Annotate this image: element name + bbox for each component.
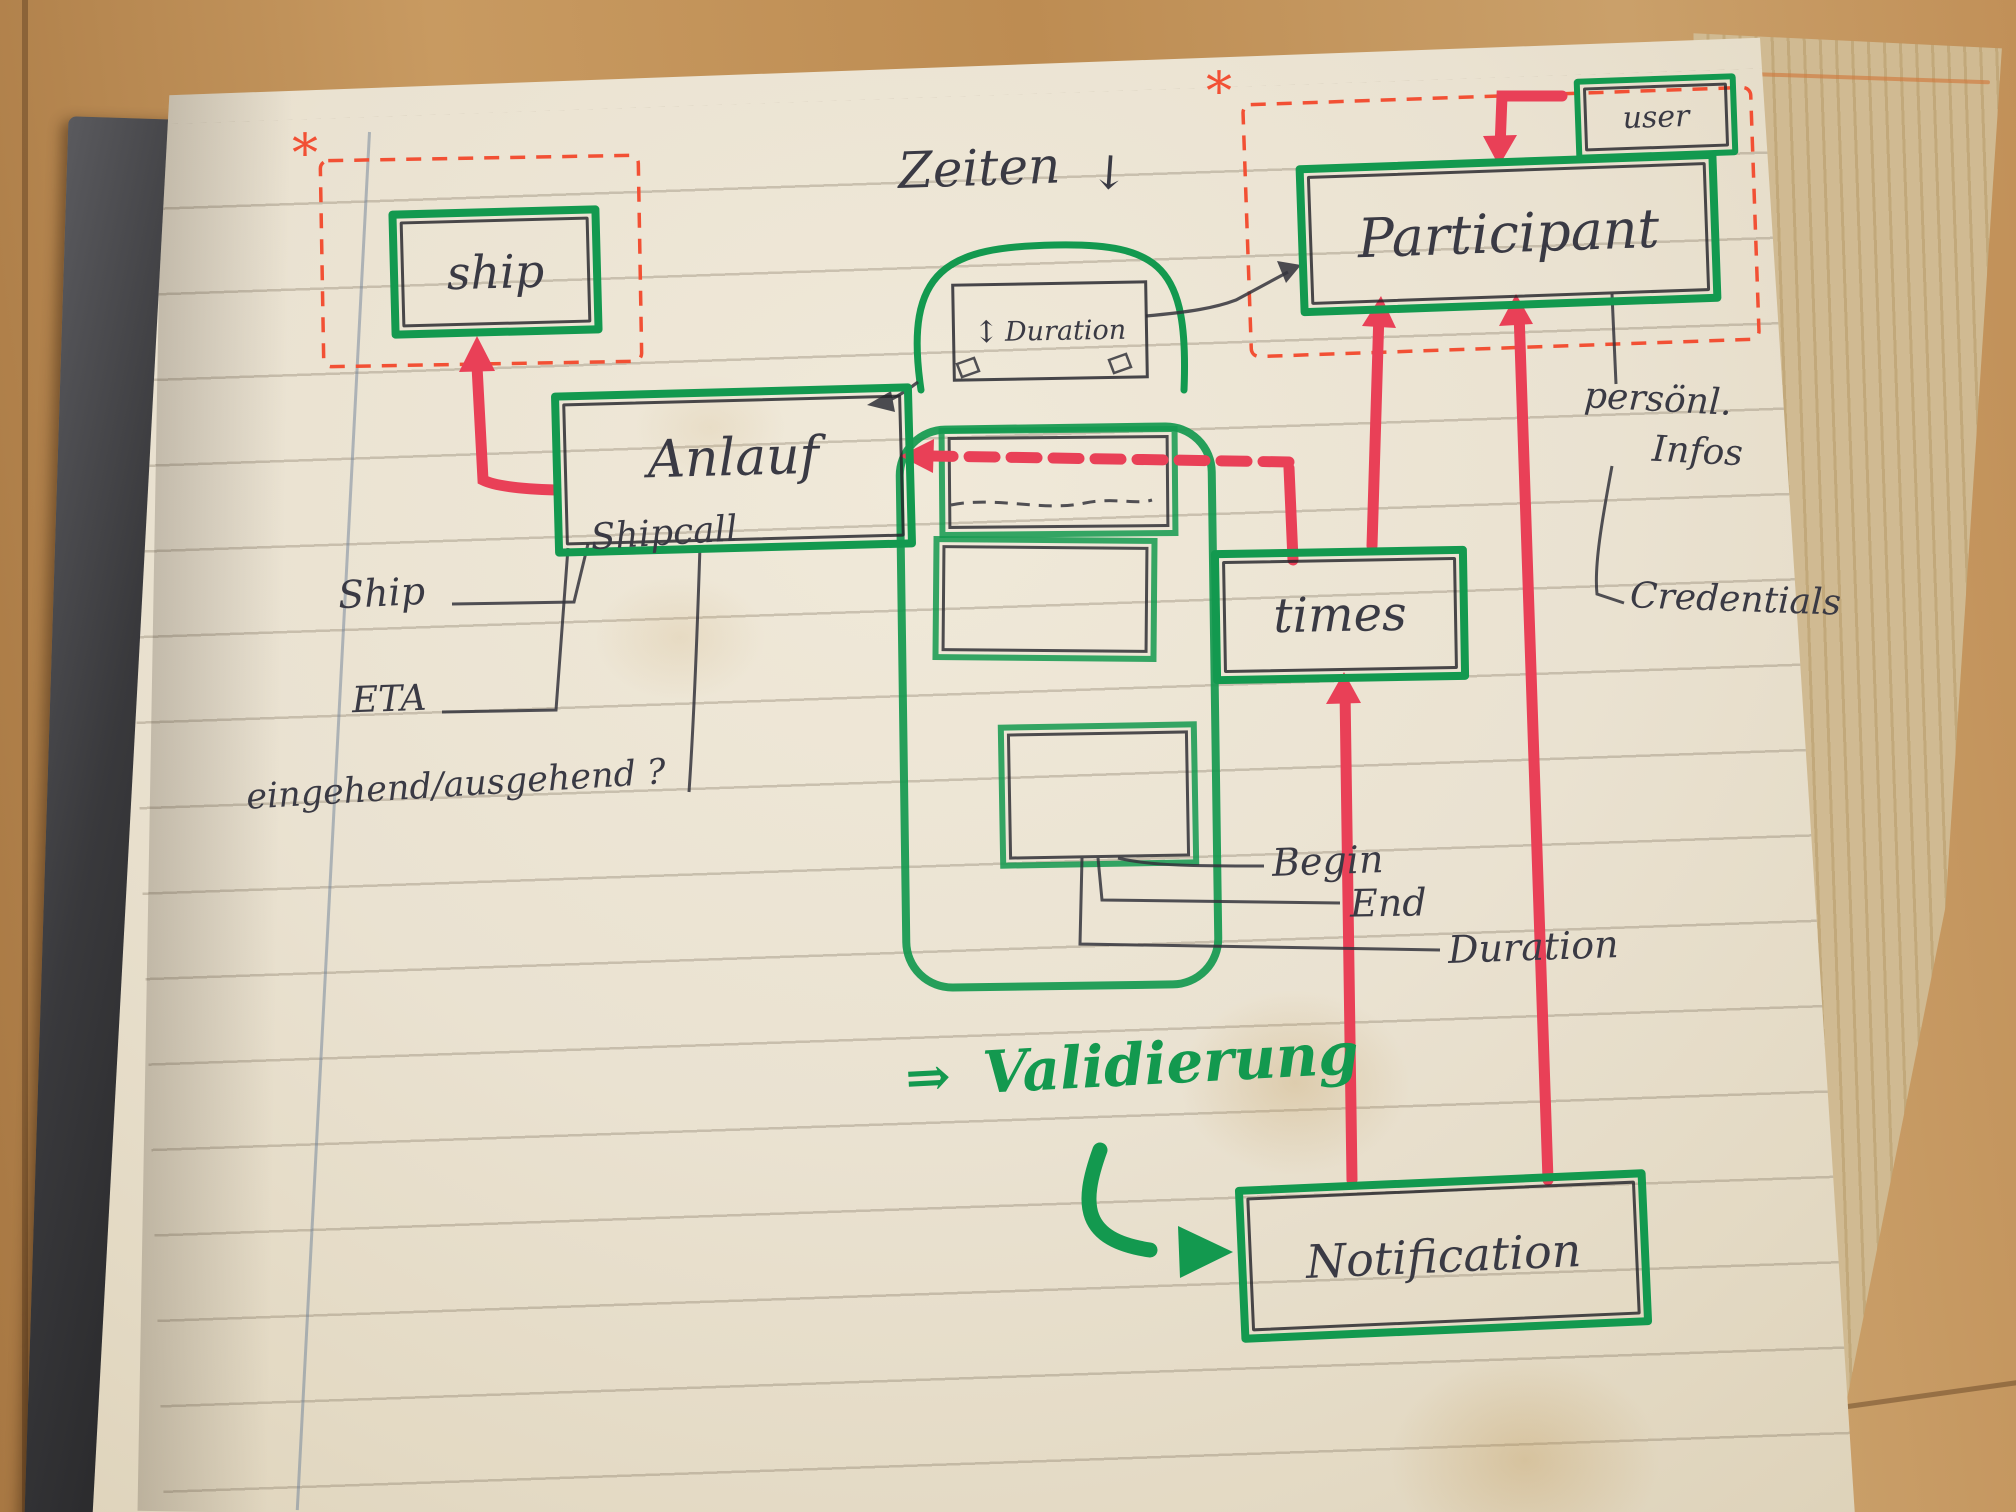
entity-box-anlauf: Anlauf Shipcall [550, 383, 917, 559]
attribute-duration: Duration [1447, 922, 1620, 972]
connector-begin-attribute [1117, 856, 1265, 868]
black-arrow-duration-to-participant-icon [1145, 261, 1301, 318]
attribute-personal-line2: Infos [1651, 428, 1744, 475]
attribute-end: End [1349, 880, 1427, 926]
double-arrow-icon: ⇒ [903, 1043, 953, 1110]
attribute-personal-line1: persönl. [1583, 375, 1733, 424]
connector-eta-attribute [441, 547, 570, 714]
zeiten-label: Zeiten [897, 136, 1062, 201]
attribute-begin: Begin [1271, 837, 1385, 885]
coffee-stain [1390, 1355, 1660, 1512]
red-arrow-notification-to-participant-icon [1499, 294, 1554, 1186]
green-times-container [895, 422, 1223, 992]
wood-plank-line-left [22, 0, 28, 1512]
zeiten-note: Zeiten ↓ [897, 136, 1131, 201]
down-arrow-icon: ↓ [1088, 144, 1131, 201]
red-dashed-arrow-times-to-anlauf-icon [900, 439, 1299, 566]
duration-box-label: Duration [1004, 314, 1127, 348]
entity-box-user: user [1573, 73, 1739, 161]
red-arrow-anlauf-to-ship-icon [459, 336, 562, 496]
entity-box-participant: Participant [1295, 150, 1722, 317]
dashed-line-in-sketch-box [950, 498, 1153, 508]
duration-box-corner-ticks [955, 352, 1133, 379]
entity-label-participant: Participant [1356, 196, 1661, 271]
updown-arrow-icon: ↕ [973, 314, 1000, 350]
connector-end-attribute [1096, 857, 1341, 905]
entity-box-times: times [1210, 545, 1470, 685]
asterisk-right: * [1206, 62, 1232, 122]
entity-label-user: user [1622, 98, 1690, 136]
attribute-ship: Ship [336, 568, 427, 618]
green-arrow-to-notification-icon [1081, 1142, 1233, 1278]
red-arrow-notification-to-times-icon [1326, 672, 1361, 1186]
connector-inout-attribute [687, 545, 702, 793]
paper-stain [595, 575, 765, 700]
entity-label-times: times [1272, 585, 1408, 645]
green-bracket-over-duration [913, 241, 1189, 394]
entity-label-anlauf: Anlauf [646, 425, 820, 491]
coffee-stain [1180, 990, 1410, 1175]
entity-box-ship: ship [388, 205, 603, 339]
asterisk-left: * [292, 124, 318, 184]
entity-label-ship: ship [446, 243, 545, 301]
entity-box-notification: Notification [1234, 1169, 1653, 1343]
red-arrow-user-to-participant-icon [1483, 90, 1568, 166]
connector-duration-attribute [1078, 857, 1441, 952]
red-arrow-times-to-participant-icon [1362, 296, 1396, 552]
attribute-eta: ETA [351, 677, 428, 722]
entity-label-notification: Notification [1304, 1223, 1583, 1289]
connector-personal-infos [1610, 293, 1618, 385]
duration-box: ↕ Duration [951, 280, 1149, 382]
connector-ship-attribute [451, 543, 590, 606]
entity-label-shipcall: Shipcall [589, 508, 739, 559]
attribute-credentials: Credentials [1629, 575, 1842, 624]
connector-credentials [1594, 465, 1625, 605]
